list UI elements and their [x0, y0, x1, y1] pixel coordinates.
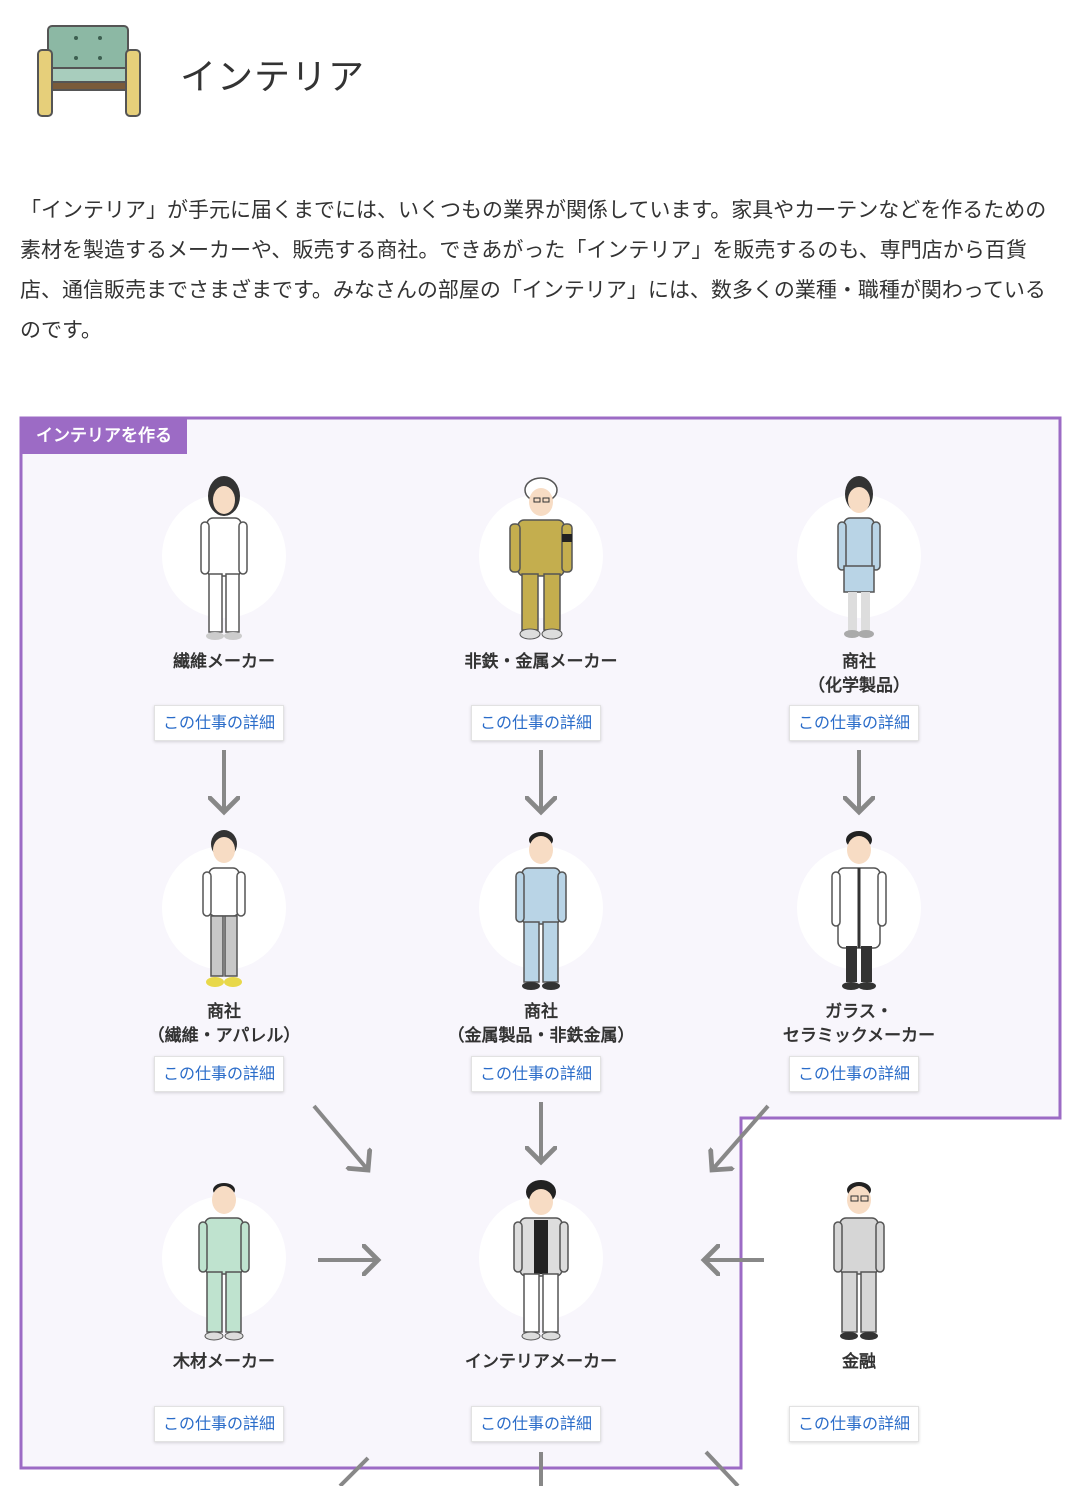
arrow-glass-diag	[712, 1104, 770, 1170]
detail-button[interactable]: この仕事の詳細	[154, 705, 284, 741]
node-label: ガラス・ セラミックメーカー	[782, 1002, 936, 1046]
node-metal-maker: 非鉄・金属メーカー この仕事の詳細	[421, 474, 661, 744]
armchair-icon	[37, 25, 141, 117]
detail-button[interactable]: この仕事の詳細	[154, 1406, 284, 1442]
man-blue-suit-icon	[515, 832, 567, 990]
group-label: インテリアを作る	[21, 418, 187, 454]
node-finance: 金融 この仕事の詳細	[739, 1176, 979, 1446]
node-label: 木材メーカー	[173, 1352, 275, 1372]
node-label: 繊維メーカー	[173, 652, 275, 672]
node-trading-chem: 商社 （化学製品） この仕事の詳細	[739, 474, 979, 744]
node-textile-maker: 繊維メーカー この仕事の詳細	[104, 474, 344, 744]
man-casual-jacket-icon	[513, 1180, 569, 1341]
node-trading-textile: 商社 （繊維・アパレル） この仕事の詳細	[104, 826, 344, 1096]
page-title: インテリア	[180, 57, 366, 98]
worker-hardhat-icon	[509, 477, 573, 640]
page-header: インテリア	[36, 24, 736, 120]
woman-blue-suit-icon	[837, 476, 881, 638]
node-label: インテリアメーカー	[464, 1352, 618, 1372]
detail-button[interactable]: この仕事の詳細	[471, 1406, 601, 1442]
arrow-out-left	[338, 1456, 370, 1486]
arrow-textile-diag	[312, 1104, 368, 1170]
intro-paragraph: 「インテリア」が手元に届くまでには、いくつもの業界が関係しています。家具やカーテ…	[20, 198, 1047, 342]
node-label: 非鉄・金属メーカー	[464, 652, 618, 672]
node-interior-maker: インテリアメーカー この仕事の詳細	[421, 1176, 661, 1446]
node-glass-maker: ガラス・ セラミックメーカー この仕事の詳細	[739, 826, 979, 1096]
man-labcoat-icon	[831, 831, 887, 990]
arrow-out-right	[704, 1450, 740, 1486]
woman-jacket-icon	[202, 830, 246, 987]
detail-button[interactable]: この仕事の詳細	[789, 1056, 919, 1092]
node-label: 金融	[842, 1352, 876, 1372]
detail-button[interactable]: この仕事の詳細	[471, 1056, 601, 1092]
man-green-suit-icon	[198, 1183, 250, 1341]
node-label: 商社 （化学製品）	[808, 652, 910, 696]
node-label: 商社 （金属製品・非鉄金属）	[447, 1002, 635, 1046]
detail-button[interactable]: この仕事の詳細	[154, 1056, 284, 1092]
node-lumber-maker: 木材メーカー この仕事の詳細	[104, 1176, 344, 1446]
node-trading-metal: 商社 （金属製品・非鉄金属） この仕事の詳細	[421, 826, 661, 1096]
node-label: 商社 （繊維・アパレル）	[147, 1002, 301, 1046]
detail-button[interactable]: この仕事の詳細	[789, 705, 919, 741]
detail-button[interactable]: この仕事の詳細	[471, 705, 601, 741]
detail-button[interactable]: この仕事の詳細	[789, 1406, 919, 1442]
woman-white-suit-icon	[200, 476, 248, 640]
man-glasses-suit-icon	[833, 1182, 885, 1340]
